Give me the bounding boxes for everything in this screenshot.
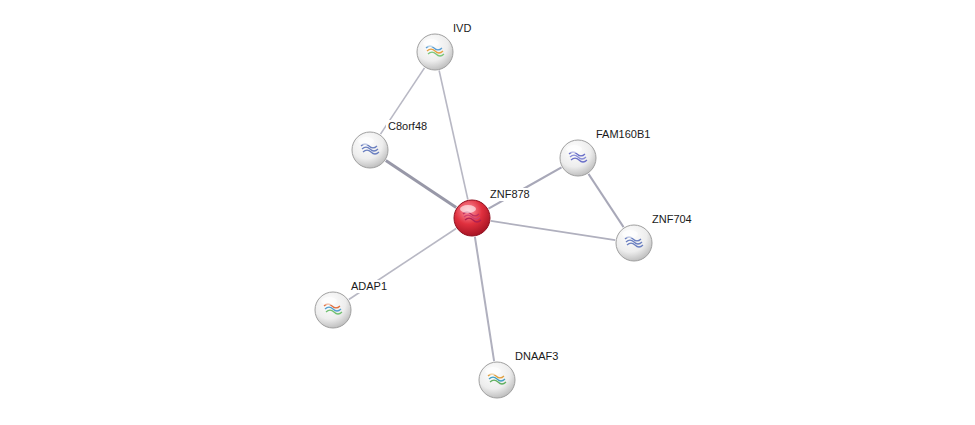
node-sphere xyxy=(314,291,352,329)
interaction-edge xyxy=(439,71,468,200)
node-label: FAM160B1 xyxy=(594,128,652,141)
node-sphere xyxy=(453,199,491,237)
interaction-edge xyxy=(491,221,615,240)
interaction-edge xyxy=(475,237,494,361)
node-label: ZNF878 xyxy=(488,188,532,201)
interaction-edge xyxy=(489,167,562,208)
protein-node: ZNF878 xyxy=(453,199,491,237)
protein-node: ADAP1 xyxy=(314,291,352,329)
node-sphere xyxy=(478,361,516,399)
node-sphere xyxy=(416,33,454,71)
interaction-edge xyxy=(386,161,456,208)
protein-node: ZNF704 xyxy=(615,224,653,262)
protein-node: FAM160B1 xyxy=(559,139,597,177)
node-sphere xyxy=(351,131,389,169)
interaction-edge xyxy=(588,174,623,227)
node-sphere xyxy=(615,224,653,262)
node-label: DNAAF3 xyxy=(513,350,560,363)
node-label: ZNF704 xyxy=(650,213,694,226)
node-label: ADAP1 xyxy=(349,280,389,293)
protein-node: IVD xyxy=(416,33,454,71)
protein-node: DNAAF3 xyxy=(478,361,516,399)
node-sphere xyxy=(559,139,597,177)
node-label: C8orf48 xyxy=(386,120,429,133)
protein-node: C8orf48 xyxy=(351,131,389,169)
node-label: IVD xyxy=(451,22,473,35)
interaction-edge xyxy=(349,228,456,299)
